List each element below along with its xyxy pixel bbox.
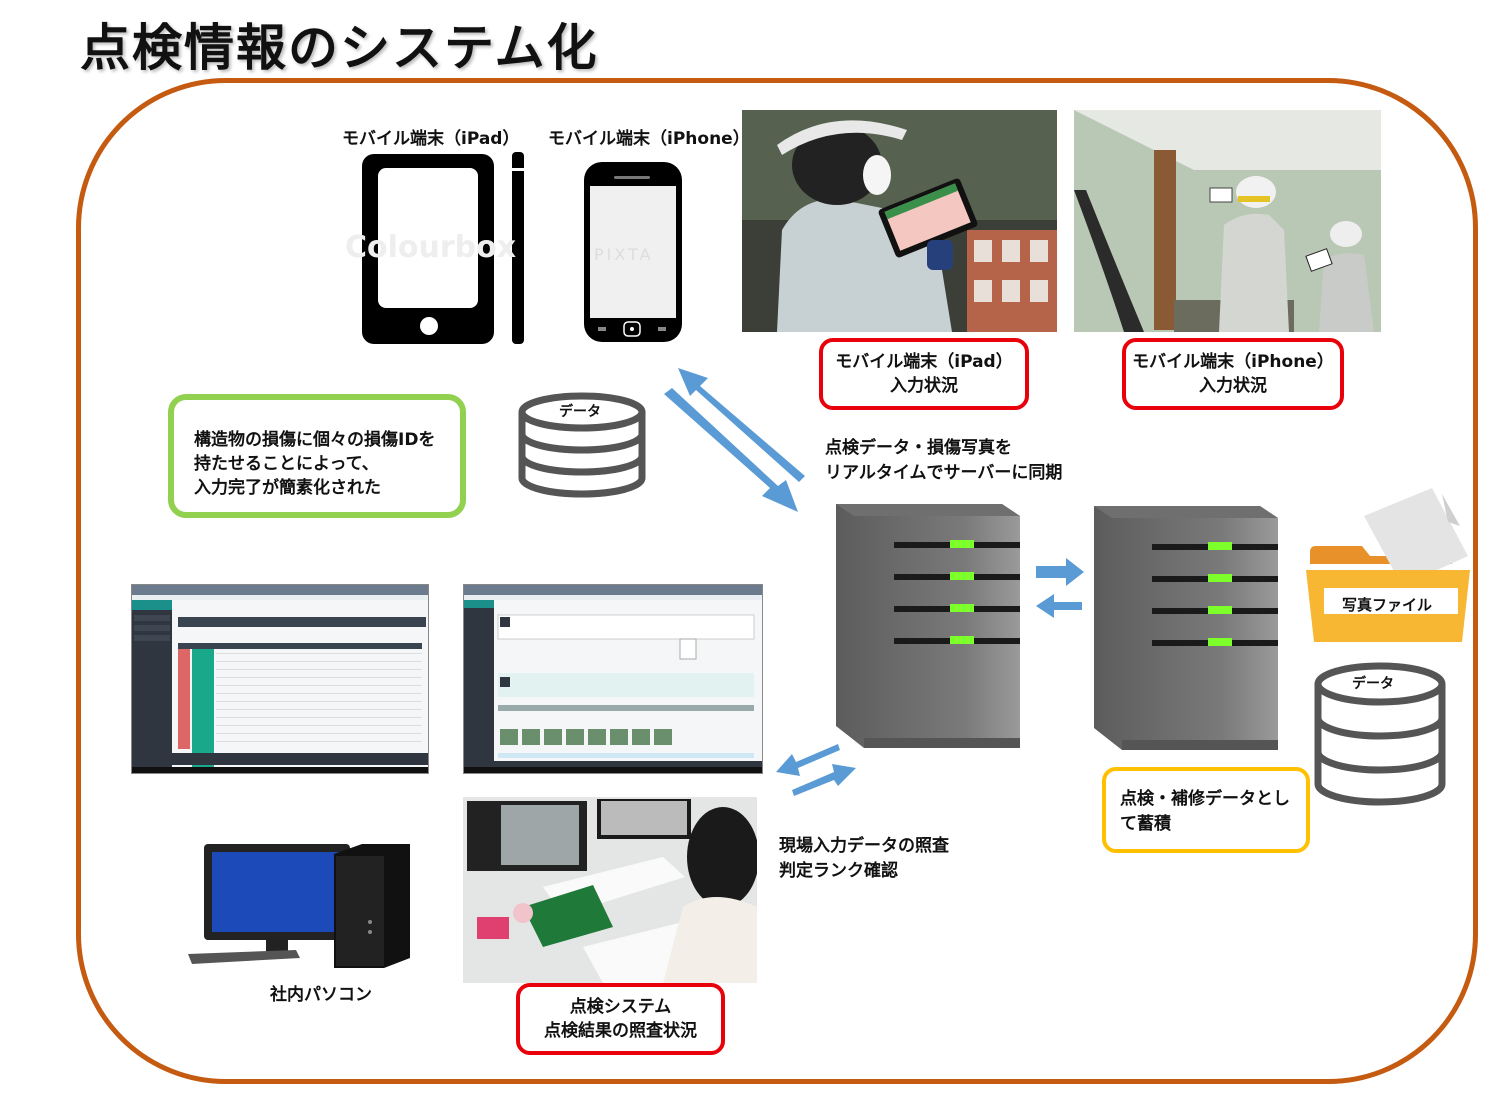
office-review-photo: [463, 797, 757, 983]
ipad-input-caption: モバイル端末（iPad） 入力状況: [819, 338, 1029, 410]
ipad-field-photo: [742, 110, 1057, 332]
server-main-icon: [836, 504, 1020, 748]
database-icon-left: [518, 392, 646, 498]
storage-note-line1: 点検・補修データとし: [1120, 789, 1290, 809]
review-description-line2: 判定ランク確認: [779, 861, 898, 881]
office-pc-icon: [188, 844, 410, 968]
database-right-label: データ: [1352, 676, 1394, 692]
sync-description-line2: リアルタイムでサーバーに同期: [825, 463, 1063, 483]
database-icon-right: [1314, 662, 1446, 806]
review-description-line1: 現場入力データの照査: [779, 836, 949, 856]
office-pc-label: 社内パソコン: [270, 985, 372, 1005]
review-arrows: [776, 744, 856, 796]
photo-folder-icon: [1306, 488, 1470, 642]
watermark-pixta: PIXTA: [594, 245, 654, 264]
server-backup-icon: [1094, 506, 1278, 750]
damage-id-note-line2: 持たせることによって、: [194, 454, 379, 474]
system-review-caption-line2: 点検結果の照査状況: [544, 1021, 697, 1041]
iphone-field-photo: [1074, 110, 1381, 332]
sync-description: 点検データ・損傷写真を リアルタイムでサーバーに同期: [825, 436, 1062, 486]
ipad-device-label: モバイル端末（iPad）: [342, 129, 520, 149]
sync-arrows-mobile-server: [664, 368, 805, 512]
iphone-device-label: モバイル端末（iPhone）: [548, 129, 750, 149]
photo-folder-label: 写真ファイル: [1342, 596, 1433, 614]
server-replication-arrows: [1036, 558, 1084, 618]
damage-id-note: 構造物の損傷に個々の損傷IDを 持たせることによって、 入力完了が簡素化された: [168, 394, 466, 518]
system-review-caption-line1: 点検システム: [569, 997, 672, 1017]
damage-id-note-line1: 構造物の損傷に個々の損傷IDを: [194, 430, 436, 450]
ipad-input-caption-line1: モバイル端末（iPad）: [835, 352, 1013, 372]
storage-note-line2: て蓄積: [1120, 814, 1171, 834]
ipad-icon: [362, 152, 524, 344]
ipad-input-caption-line2: 入力状況: [890, 376, 958, 396]
system-screenshot-detail: [463, 584, 763, 774]
diagram-frame: [76, 78, 1478, 1084]
system-review-caption: 点検システム 点検結果の照査状況: [516, 983, 725, 1055]
watermark-colourbox: Colourbox: [345, 230, 517, 265]
system-screenshot-list: [131, 584, 429, 774]
page-title: 点検情報のシステム化: [80, 19, 599, 77]
iphone-input-caption: モバイル端末（iPhone） 入力状況: [1122, 338, 1344, 410]
iphone-input-caption-line2: 入力状況: [1199, 376, 1267, 396]
iphone-icon: [584, 162, 682, 342]
iphone-input-caption-line1: モバイル端末（iPhone）: [1132, 352, 1334, 372]
database-left-label: データ: [559, 404, 601, 420]
storage-note: 点検・補修データとし て蓄積: [1102, 767, 1310, 853]
review-description: 現場入力データの照査 判定ランク確認: [779, 834, 949, 884]
sync-description-line1: 点検データ・損傷写真を: [825, 438, 1012, 458]
damage-id-note-line3: 入力完了が簡素化された: [194, 478, 381, 498]
